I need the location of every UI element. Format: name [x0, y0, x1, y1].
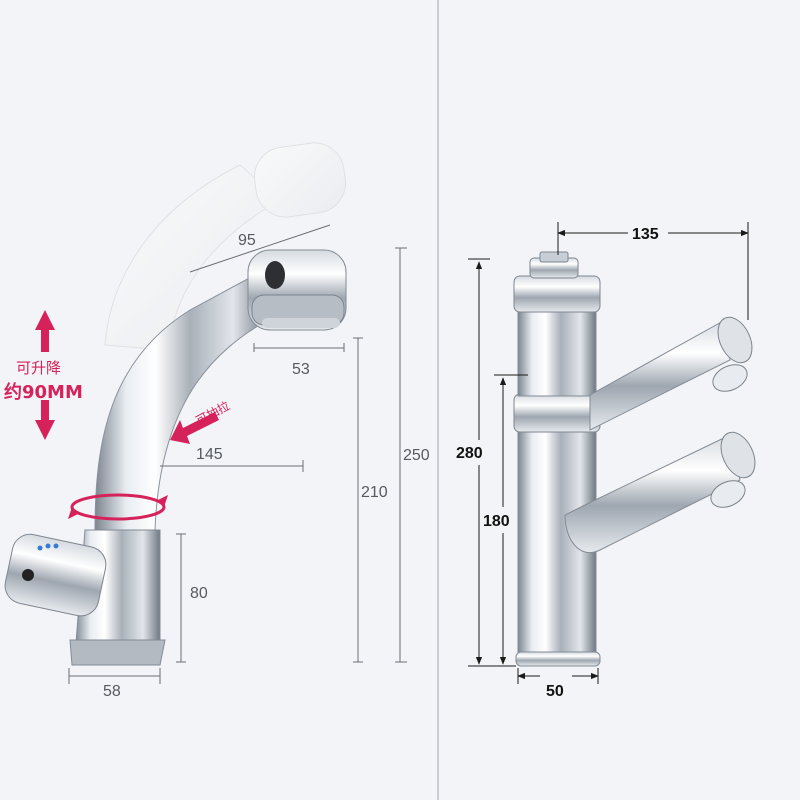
lift-label-line2: 约90MM: [4, 381, 83, 403]
lift-indicator: [35, 310, 55, 440]
dim-53: 53: [292, 361, 310, 378]
dim-180: 180: [483, 513, 510, 530]
dim-58: 58: [103, 683, 121, 700]
dim-210: 210: [361, 484, 388, 501]
right-dimension-lines: [468, 222, 749, 684]
right-faucet-illustration: [513, 251, 756, 667]
dim-50: 50: [546, 683, 564, 700]
left-faucet-illustration: [4, 142, 347, 666]
thermostatic-handle: [4, 533, 107, 617]
rotate-indicator: [68, 493, 168, 521]
dim-145: 145: [196, 446, 223, 463]
right-upper-collar: [513, 251, 601, 313]
lift-label-line1: 可升降: [16, 359, 61, 377]
left-dimension-lines: [68, 224, 407, 684]
dim-135: 135: [632, 226, 659, 243]
dim-250: 250: [403, 447, 430, 464]
dim-95: 95: [238, 232, 256, 249]
pull-label: 可抽拉: [193, 398, 232, 428]
ghost-raised-spout: [104, 142, 347, 351]
spray-head: [247, 249, 347, 331]
dim-80: 80: [190, 585, 208, 602]
right-lower-spout: [564, 431, 756, 553]
pull-indicator: [170, 412, 219, 444]
dim-280: 280: [456, 445, 483, 462]
right-upper-spout: [589, 316, 753, 431]
